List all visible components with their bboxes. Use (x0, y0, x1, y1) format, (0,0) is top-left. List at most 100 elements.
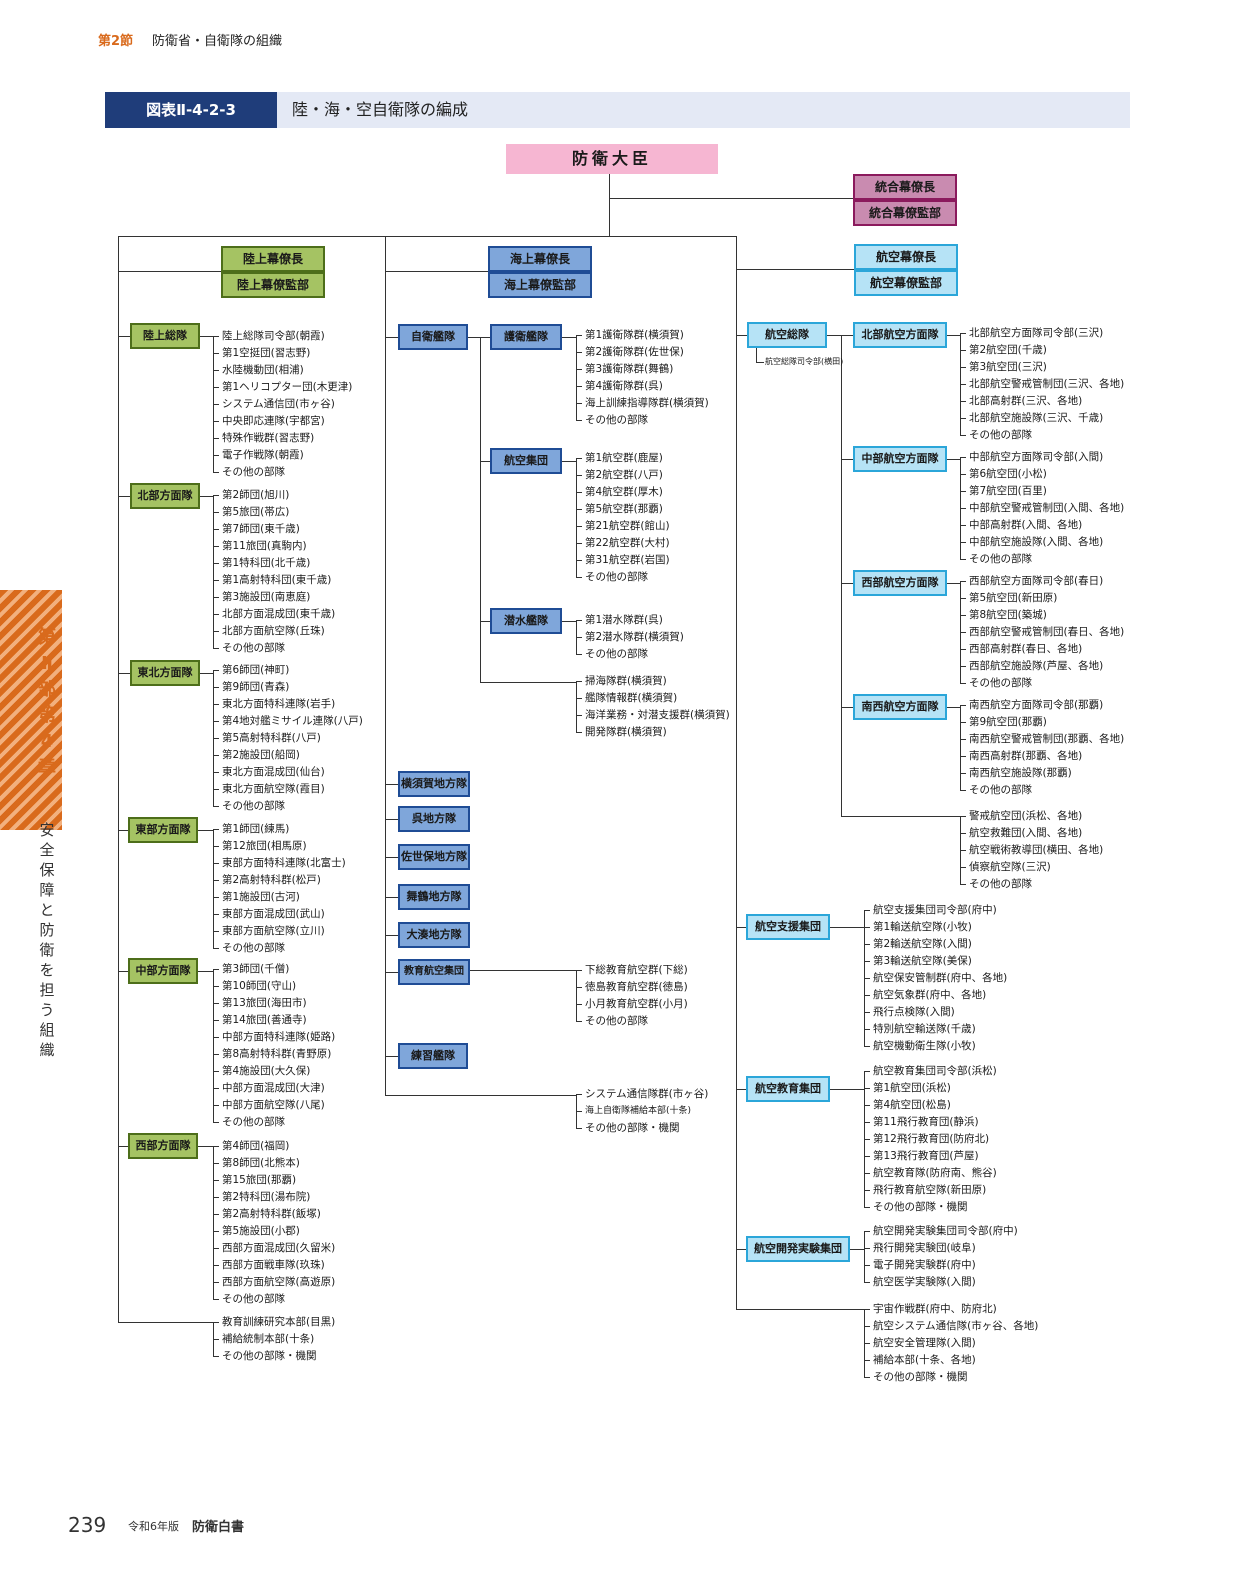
list-item: その他の部隊・機関 (864, 1199, 997, 1216)
asdf-other-list: 宇宙作戦群(府中、防府北) 航空システム通信隊(市ヶ谷、各地) 航空安全管理隊(… (864, 1301, 1038, 1386)
list-item: 第8師団(北熊本) (213, 1155, 335, 1172)
connector (736, 269, 854, 270)
connector (562, 337, 576, 338)
list-item: 第6師団(神町) (213, 662, 363, 679)
gsdf-unit-box: 東部方面隊 (128, 817, 198, 843)
connector (736, 1089, 746, 1090)
list-item: 航空システム通信隊(市ヶ谷、各地) (864, 1318, 1038, 1335)
msdf-district-box: 呉地方隊 (398, 806, 470, 832)
list-item: 東部方面特科連隊(北富士) (213, 855, 346, 872)
connector (480, 621, 490, 622)
section-title: 防衛省・自衛隊の組織 (152, 34, 283, 49)
list-item: 西部航空方面隊司令部(春日) (960, 573, 1124, 590)
connector (385, 337, 398, 338)
list-item: 飛行点検隊(入間) (864, 1004, 1007, 1021)
gsdf-unit-box: 東北方面隊 (130, 660, 200, 686)
connector (118, 236, 736, 237)
msdf-district-box: 大湊地方隊 (398, 922, 470, 948)
connector (118, 1146, 128, 1147)
connector (609, 198, 853, 199)
list-item: 西部高射群(春日、各地) (960, 641, 1124, 658)
list-item: 海上自衛隊補給本部(十条) (576, 1103, 708, 1120)
list-item: 第13旅団(海田市) (213, 995, 335, 1012)
connector (756, 348, 757, 362)
connector (830, 1089, 864, 1090)
list-item: 北部高射群(三沢、各地) (960, 393, 1124, 410)
connector (385, 935, 398, 936)
list-item: 航空教育集団司令部(浜松) (864, 1063, 997, 1080)
list-item: 第2輸送航空隊(入間) (864, 936, 1007, 953)
list-item: 第11飛行教育団(静浜) (864, 1114, 997, 1131)
list-item: 北部航空方面隊司令部(三沢) (960, 325, 1124, 342)
list-item: その他の部隊 (213, 1291, 335, 1308)
connector (736, 236, 737, 1310)
list-item: 第1高射特科団(東千歳) (213, 572, 335, 589)
connector (736, 1309, 864, 1310)
list-item: 第2航空群(八戸) (576, 467, 670, 484)
list-item: 第6航空団(小松) (960, 466, 1124, 483)
list-item: 第8高射特科群(青野原) (213, 1046, 335, 1063)
gsdf-unit-list: 第1師団(練馬) 第12旅団(相馬原) 東部方面特科連隊(北富士) 第2高射特科… (213, 821, 346, 957)
list-item: その他の部隊 (960, 876, 1103, 893)
connector (198, 971, 213, 972)
list-item: 開発隊群(横須賀) (576, 724, 730, 741)
connector (947, 583, 960, 584)
list-item: 電子開発実験群(府中) (864, 1257, 1018, 1274)
asdf-force-list: 北部航空方面隊司令部(三沢) 第2航空団(千歳) 第3航空団(三沢) 北部航空警… (960, 325, 1124, 444)
connector (385, 897, 398, 898)
list-item: 第1空挺団(習志野) (213, 345, 352, 362)
msdf-subunit-list: 第1潜水隊群(呉) 第2潜水隊群(横須賀) その他の部隊 (576, 612, 684, 663)
gsdf-unit-list: 第4師団(福岡) 第8師団(北熊本) 第15旅団(那覇) 第2特科団(湯布院) … (213, 1138, 335, 1308)
connector (947, 335, 960, 336)
gsdf-unit-list: 第3師団(千僧) 第10師団(守山) 第13旅団(海田市) 第14旅団(善通寺)… (213, 961, 335, 1131)
list-item: その他の部隊 (960, 551, 1124, 568)
list-item: 西部方面戦車隊(玖珠) (213, 1257, 335, 1274)
connector (118, 496, 130, 497)
list-item: 第2師団(旭川) (213, 487, 335, 504)
connector (385, 236, 386, 1096)
connector (947, 707, 960, 708)
connector (385, 819, 398, 820)
list-item: 偵察航空隊(三沢) (960, 859, 1103, 876)
list-item: その他の部隊 (960, 427, 1124, 444)
minister-box: 防衛大臣 (506, 144, 718, 174)
msdf-education-box: 教育航空集団 (398, 959, 470, 985)
msdf-other-list: システム通信隊群(市ヶ谷) 海上自衛隊補給本部(十条) その他の部隊・機関 (576, 1086, 708, 1137)
list-item: 北部方面航空隊(丘珠) (213, 623, 335, 640)
msdf-subunit-list: 第1航空群(鹿屋) 第2航空群(八戸) 第4航空群(厚木) 第5航空群(那覇) … (576, 450, 670, 586)
list-item: 北部方面混成団(東千歳) (213, 606, 335, 623)
list-item: 第3施設団(南恵庭) (213, 589, 335, 606)
list-item: 第1潜水隊群(呉) (576, 612, 684, 629)
list-item: 飛行開発実験団(岐阜) (864, 1240, 1018, 1257)
gsdf-unit-box: 陸上総隊 (130, 323, 200, 349)
msdf-staff-box: 海上幕僚監部 (488, 272, 592, 298)
list-item: 徳島教育航空群(徳島) (576, 979, 688, 996)
list-item: システム通信団(市ヶ谷) (213, 396, 352, 413)
list-item: 第3輸送航空隊(美保) (864, 953, 1007, 970)
list-item: その他の部隊 (960, 675, 1124, 692)
connector (118, 673, 130, 674)
list-item: 南西航空施設隊(那覇) (960, 765, 1124, 782)
list-item: 第5航空群(那覇) (576, 501, 670, 518)
asdf-education-box: 航空教育集団 (746, 1076, 830, 1102)
connector (198, 830, 213, 831)
list-item: 飛行教育航空隊(新田原) (864, 1182, 997, 1199)
list-item: 第14旅団(善通寺) (213, 1012, 335, 1029)
list-item: 北部航空施設隊(三沢、千歳) (960, 410, 1124, 427)
list-item: 航空気象群(府中、各地) (864, 987, 1007, 1004)
connector (385, 1095, 576, 1096)
msdf-fleet-box: 自衛艦隊 (398, 324, 468, 350)
connector (841, 707, 853, 708)
list-item: 第2高射特科群(飯塚) (213, 1206, 335, 1223)
gsdf-unit-list: 第6師団(神町) 第9師団(青森) 東北方面特科連隊(岩手) 第4地対艦ミサイル… (213, 662, 363, 815)
gsdf-unit-box: 北部方面隊 (130, 483, 200, 509)
connector (385, 271, 488, 272)
list-item: 西部航空施設隊(芦屋、各地) (960, 658, 1124, 675)
list-item: 第3護衛隊群(舞鶴) (576, 361, 709, 378)
list-item: 第5施設団(小郡) (213, 1223, 335, 1240)
list-item: その他の部隊 (960, 782, 1124, 799)
connector (480, 461, 490, 462)
connector (947, 459, 960, 460)
connector (830, 927, 864, 928)
list-item: 中部航空施設隊(入間、各地) (960, 534, 1124, 551)
